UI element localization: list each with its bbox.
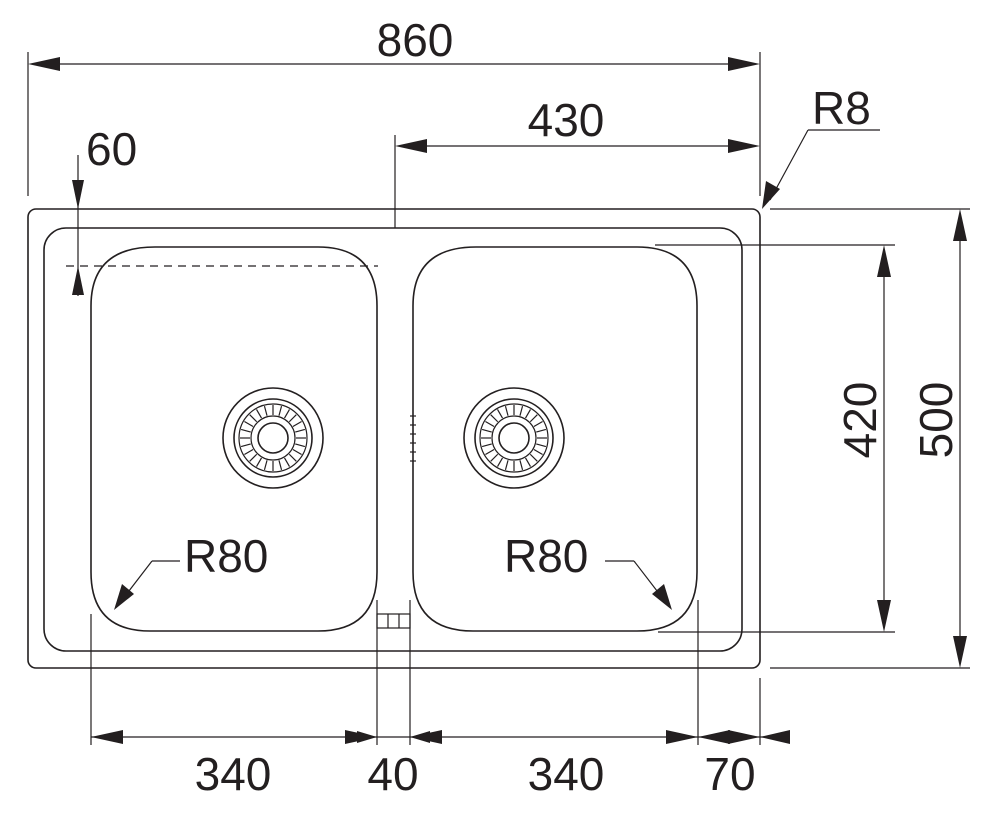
dimension-340-right-label: 340 <box>528 748 605 800</box>
strainer-spoke <box>295 443 306 448</box>
strainer-spoke <box>263 460 268 471</box>
strainer-spoke <box>292 420 302 428</box>
dimension-500: 500 <box>770 208 970 669</box>
dimension-420: 420 <box>655 244 895 633</box>
strainer-spoke <box>490 414 499 423</box>
strainer-spoke <box>496 457 504 467</box>
right-bowl <box>412 246 698 632</box>
right-bowl-outline <box>412 246 698 632</box>
strainer-spoke <box>295 428 306 433</box>
strainer-spoke <box>249 414 258 423</box>
left-bowl <box>90 246 378 632</box>
left-drain-icon <box>222 387 324 489</box>
strainer-spoke <box>292 448 302 456</box>
strainer-spoke <box>244 448 254 456</box>
strainer-spoke <box>485 420 495 428</box>
strainer-spoke <box>255 409 263 419</box>
strainer-spoke <box>278 405 283 416</box>
dimension-r80-left-label: R80 <box>184 530 268 582</box>
dimension-340-left-label: 340 <box>195 748 272 800</box>
strainer-spoke <box>529 453 538 462</box>
strainer-spoke <box>533 420 543 428</box>
strainer-spoke <box>496 409 504 419</box>
strainer-spoke <box>536 443 547 448</box>
strainer-spoke <box>485 448 495 456</box>
strainer-spoke <box>524 457 532 467</box>
dimension-860-label: 860 <box>377 14 454 66</box>
strainer-spoke <box>524 409 532 419</box>
strainer-spoke <box>490 453 499 462</box>
dimension-430-label: 430 <box>528 94 605 146</box>
strainer-spoke <box>278 460 283 471</box>
sink-outline <box>27 208 761 669</box>
dimension-r80-left: R80 <box>114 530 268 610</box>
strainer-spoke <box>283 457 291 467</box>
outer-rim <box>27 208 761 669</box>
dimension-860: 860 <box>27 14 761 196</box>
dimension-70-label: 70 <box>704 748 755 800</box>
strainer-spoke <box>249 453 258 462</box>
strainer-spoke <box>504 460 509 471</box>
strainer-spoke <box>283 409 291 419</box>
dimension-420-label: 420 <box>834 382 886 459</box>
dimension-60-label: 60 <box>86 123 137 175</box>
bottom-dimensions: 340 40 340 70 <box>90 600 790 800</box>
right-drain-icon <box>463 387 565 489</box>
divider-detail <box>376 613 411 629</box>
strainer-spoke <box>504 405 509 416</box>
strainer-spoke <box>536 428 547 433</box>
strainer-spoke <box>288 453 297 462</box>
dimension-r8: R8 <box>762 82 880 209</box>
dimension-r80-right-label: R80 <box>504 530 588 582</box>
inner-rim <box>43 227 743 652</box>
strainer-spoke <box>519 460 524 471</box>
strainer-spoke <box>263 405 268 416</box>
dimension-430: 430 <box>394 94 760 228</box>
strainer-spoke <box>481 428 492 433</box>
left-bowl-outline <box>90 246 378 632</box>
dimension-r80-right: R80 <box>504 530 672 610</box>
dimension-60: 60 <box>66 123 378 296</box>
strainer-spoke <box>288 414 297 423</box>
dimension-500-label: 500 <box>910 382 962 459</box>
strainer-spoke <box>481 443 492 448</box>
strainer-spoke <box>240 428 251 433</box>
strainer-spoke <box>529 414 538 423</box>
dimension-40-label: 40 <box>367 748 418 800</box>
strainer-spoke <box>255 457 263 467</box>
dimension-r8-label: R8 <box>812 82 871 134</box>
strainer-spoke <box>533 448 543 456</box>
strainer-spoke <box>240 443 251 448</box>
overflow-slots <box>410 415 416 462</box>
strainer-spoke <box>244 420 254 428</box>
strainer-spoke <box>519 405 524 416</box>
